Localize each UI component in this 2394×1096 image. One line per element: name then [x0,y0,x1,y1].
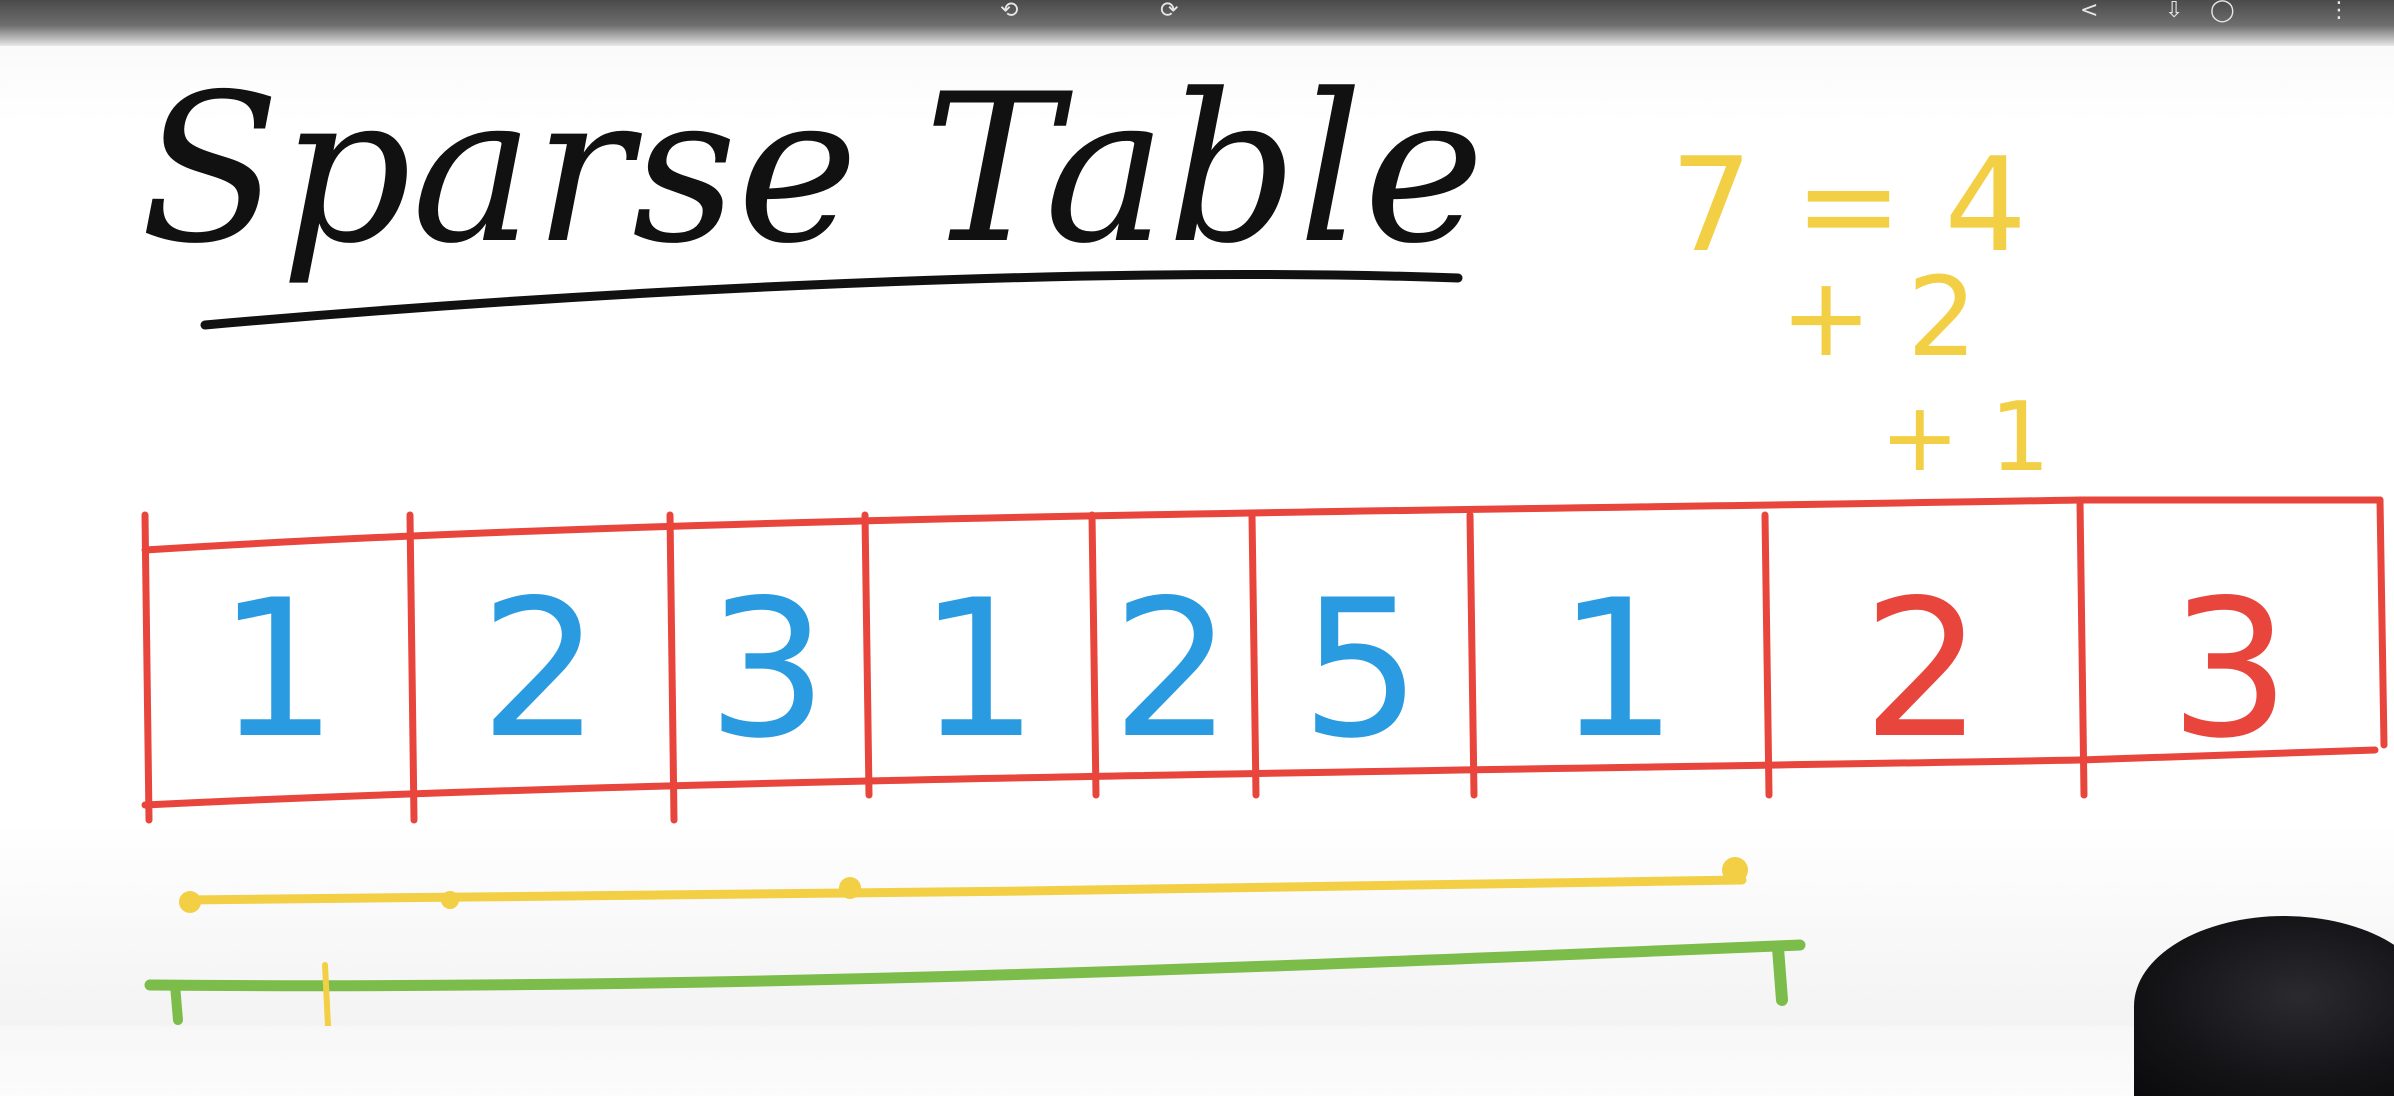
array-divider [2076,498,2088,799]
title-underline [200,270,1463,330]
download-icon[interactable]: ⇩ [2165,0,2184,23]
array-divider [141,511,153,824]
yellow-range-dot-3 [839,877,861,899]
circle-icon[interactable]: ◯ [2210,0,2235,23]
array-cell-value: 3 [707,559,828,780]
array-divider [1761,511,1773,799]
next-control-icon[interactable]: ⟳ [1160,0,1179,23]
green-range-end [1772,942,1788,1006]
array-cell-value: 2 [480,559,601,780]
yellow-range-dot-4 [1722,857,1748,883]
green-range-start [170,980,183,1025]
yellow-range-bar [180,875,1747,905]
array-cell-value: 5 [1301,559,1422,780]
green-range-bar [144,939,1806,992]
array-cell-value: 1 [918,559,1039,780]
array-boxes [141,496,2388,824]
title-text: Sparse Table [140,51,1485,289]
array-divider [1248,511,1260,799]
more-options-icon[interactable]: ⋮ [2328,0,2350,23]
yellow-marker-tick [322,962,331,1026]
prev-control-icon[interactable]: ⟲ [1000,0,1019,23]
yellow-range-dot-1 [179,891,201,913]
video-top-bar: ⟲ ⟳ < ⇩ ◯ ⋮ [0,0,2394,46]
calc-line-2: + 2 [1780,253,1977,381]
array-divider [1466,511,1478,799]
array-divider [861,511,873,799]
yellow-range-dot-2 [441,891,459,909]
array-divider [2376,496,2388,749]
array-cell-value: 2 [1112,559,1233,780]
array-cell-value: 1 [217,559,338,780]
array-cell-value: 2 [1862,559,1983,780]
array-top-edge [141,496,2384,554]
array-divider [406,511,418,824]
calc-line-1: 7 = 4 [1670,129,2027,281]
chapter-control-icon[interactable]: < [2080,0,2099,23]
array-divider [1088,511,1100,799]
array-divider [666,511,678,824]
calc-line-3: + 1 [1880,383,2050,493]
array-cell-value: 3 [2170,559,2291,780]
array-cell-value: 1 [1557,559,1678,780]
